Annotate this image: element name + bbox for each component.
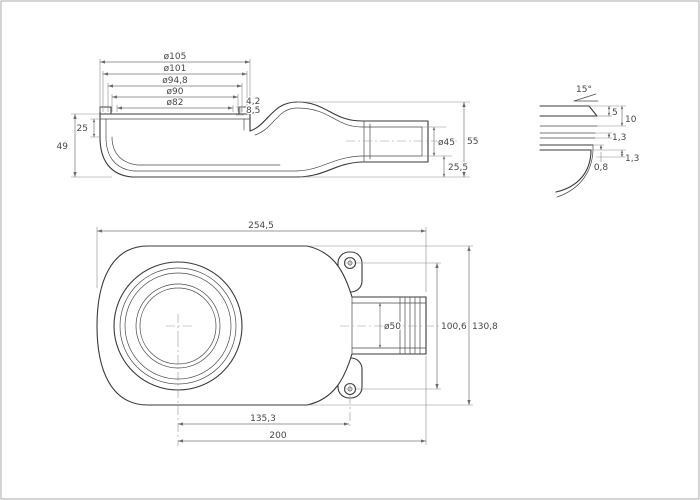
body-section-outline [99, 101, 429, 178]
detail-dimension-lines [599, 106, 624, 157]
section-extension-lines [71, 59, 470, 178]
dim-label-4-2: 4,2 [246, 97, 260, 107]
detail-profile-lines [539, 105, 598, 198]
insert-cup-line [111, 136, 281, 166]
dim-label-dia50: ø50 [384, 322, 401, 332]
outlet-joint-lines [363, 120, 371, 163]
dim-label-dia45: ø45 [438, 138, 455, 148]
dim-label-135-3: 135,3 [250, 414, 276, 424]
dim-label-dia101: ø101 [164, 64, 187, 74]
plan-dimension-lines [97, 229, 471, 443]
dim-label-1-3-b: 1,3 [625, 154, 639, 164]
dim-label-55: 55 [467, 137, 478, 147]
plan-extension-lines [96, 227, 473, 445]
outlet-pipe-details [351, 296, 427, 355]
detail-angle-lines [573, 93, 599, 102]
flange-outline [99, 106, 251, 138]
dim-label-49: 49 [57, 142, 69, 152]
dim-label-1-3-a: 1,3 [612, 133, 626, 143]
dim-label-5: 5 [612, 108, 618, 118]
dim-label-10: 10 [625, 115, 637, 125]
dim-label-dia82: ø82 [167, 98, 184, 108]
dim-label-25-5: 25,5 [448, 163, 468, 173]
dim-label-15deg: 15° [576, 85, 592, 95]
dim-label-dia105: ø105 [164, 52, 187, 62]
dim-label-254-5: 254,5 [248, 221, 274, 231]
side-section-view: ø105 ø101 ø94,8 ø90 ø82 4,2 8,5 25 49 ø4… [55, 51, 480, 178]
dim-label-200: 200 [269, 431, 286, 441]
dim-label-100-6: 100,6 [441, 322, 467, 332]
rim-edge-detail-view: 15° 5 10 1,3 0,8 1,3 [539, 84, 641, 198]
body-plan-outline [96, 245, 427, 406]
top-plan-view: 254,5 ø50 100,6 130,8 135,3 200 [96, 220, 499, 446]
section-dimension-lines [73, 60, 466, 177]
dim-label-dia94-8: ø94,8 [162, 76, 188, 86]
dim-label-130-8: 130,8 [472, 322, 498, 332]
dim-label-dia90: ø90 [167, 87, 184, 97]
dim-label-25: 25 [77, 124, 88, 134]
dim-label-8-5: 8,5 [246, 106, 260, 116]
dim-label-0-8: 0,8 [594, 163, 609, 173]
